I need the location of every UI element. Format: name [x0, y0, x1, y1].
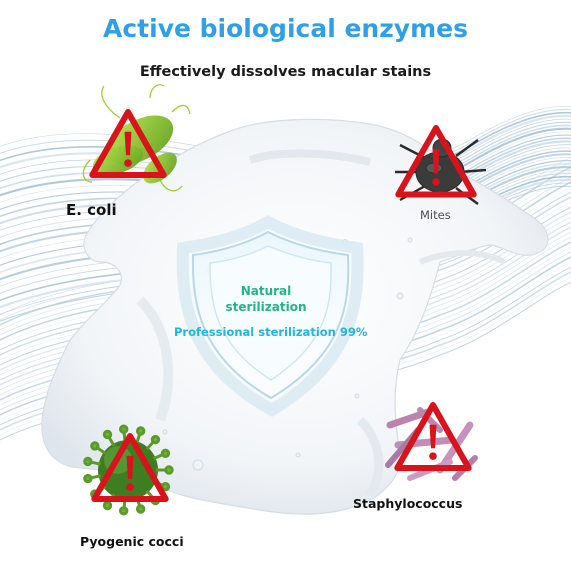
- page-subtitle: Effectively dissolves macular stains: [139, 64, 432, 80]
- virus-spike-tip: [135, 426, 146, 436]
- label-ecoli: E. coli: [66, 201, 117, 219]
- label-staphylococcus: Staphylococcus: [353, 496, 463, 511]
- warning-triangle-icon: [89, 109, 167, 178]
- label-pyogenic-cocci: Pyogenic cocci: [80, 534, 184, 549]
- virus-spike-tip: [135, 504, 146, 514]
- shield-label: Natural sterilization: [210, 283, 322, 315]
- warning-triangle-icons: [89, 109, 477, 502]
- virus-spike-tip: [119, 506, 129, 516]
- professional-sterilization-label: Professional sterilization 99%: [174, 325, 368, 339]
- shield-label-line1: Natural: [240, 284, 292, 298]
- virus-spike-tip: [102, 429, 113, 440]
- warning-triangle-icon: [395, 125, 477, 198]
- label-mites: Mites: [420, 208, 451, 222]
- warning-triangle-icon: [394, 402, 472, 471]
- virus-spike-tip: [90, 441, 100, 451]
- page-title: Active biological enzymes: [103, 14, 468, 43]
- virus-spike-tip: [160, 448, 171, 459]
- shield-label-line2: sterilization: [225, 300, 307, 314]
- shield-icon: [176, 215, 364, 417]
- virus-spike-tip: [102, 500, 113, 511]
- virus-spike-tip: [83, 473, 93, 484]
- virus-spike-tip: [164, 465, 174, 475]
- virus-spike-tip: [83, 456, 93, 467]
- virus-spike-tip: [150, 434, 161, 445]
- virus-spike-tip: [119, 424, 129, 434]
- virus-spike-tip: [160, 481, 171, 492]
- warning-triangle-icon: [91, 433, 169, 502]
